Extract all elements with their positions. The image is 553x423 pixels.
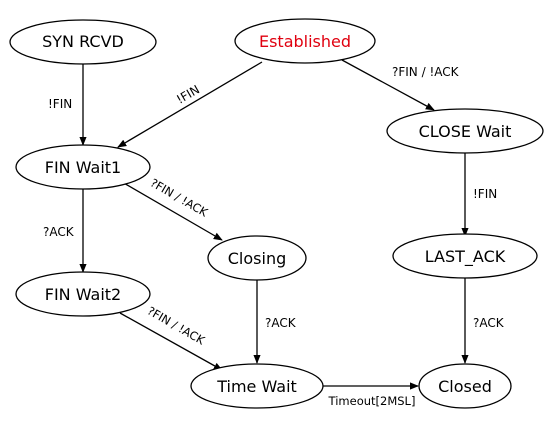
state-last-ack: LAST_ACK — [392, 233, 538, 279]
label-fin-wait1-to-closing: ?FIN / !ACK — [148, 176, 211, 220]
state-syn-rcvd: SYN RCVD — [9, 19, 157, 65]
state-established: Established — [234, 18, 376, 64]
state-fin-wait1-label: FIN Wait1 — [45, 158, 121, 177]
label-syn-rcvd-to-fin-wait1: !FIN — [48, 97, 72, 111]
edge-established-to-fin-wait1 — [117, 61, 263, 148]
label-established-to-close-wait: ?FIN / !ACK — [392, 65, 460, 79]
state-fin-wait2-label: FIN Wait2 — [45, 285, 121, 304]
state-established-label: Established — [259, 32, 351, 51]
state-time-wait-label: Time Wait — [216, 377, 297, 396]
label-fin-wait1-to-fin-wait2: ?ACK — [43, 225, 75, 239]
state-time-wait: Time Wait — [190, 363, 324, 409]
state-fin-wait1: FIN Wait1 — [15, 144, 151, 190]
state-fin-wait2: FIN Wait2 — [15, 271, 151, 317]
label-established-to-fin-wait1: !FIN — [174, 82, 202, 106]
label-last-ack-to-closed: ?ACK — [473, 316, 505, 330]
edge-fin-wait2-to-time-wait — [119, 312, 223, 371]
state-closing-label: Closing — [228, 249, 286, 268]
state-closing: Closing — [207, 235, 307, 281]
state-close-wait-label: CLOSE Wait — [419, 122, 512, 141]
label-close-wait-to-last-ack: !FIN — [473, 187, 497, 201]
state-last-ack-label: LAST_ACK — [425, 247, 506, 267]
edge-fin-wait1-to-closing — [121, 181, 223, 241]
state-closed: Closed — [418, 363, 512, 409]
transitions — [79, 59, 469, 390]
label-time-wait-to-closed: Timeout[2MSL] — [328, 394, 416, 408]
edge-established-to-close-wait — [341, 59, 435, 111]
label-fin-wait2-to-time-wait: ?FIN / !ACK — [145, 304, 208, 348]
state-close-wait: CLOSE Wait — [386, 108, 544, 154]
state-syn-rcvd-label: SYN RCVD — [42, 32, 124, 51]
state-closed-label: Closed — [438, 377, 492, 396]
label-closing-to-time-wait: ?ACK — [265, 316, 297, 330]
